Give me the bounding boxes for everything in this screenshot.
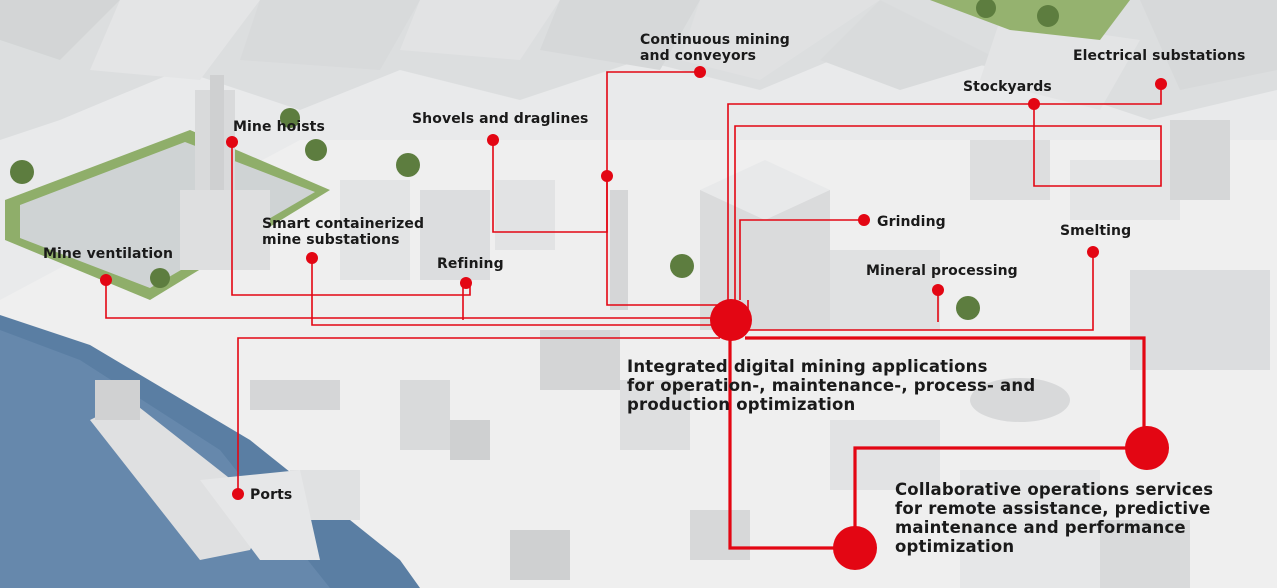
label-smelting: Smelting: [1060, 223, 1132, 239]
hub-dots: [710, 299, 1169, 570]
plant-buildings: [180, 75, 1270, 588]
label-smart-containerized: Smart containerized mine substations: [262, 216, 425, 248]
label-shovels-draglines: Shovels and draglines: [412, 111, 589, 127]
label-mine-ventilation: Mine ventilation: [43, 246, 174, 262]
label-mine-hoists: Mine hoists: [233, 119, 325, 135]
connector-lines: [105, 71, 1162, 493]
label-refining: Refining: [437, 256, 504, 272]
label-stockyards: Stockyards: [963, 79, 1052, 95]
label-continuous-mining: Continuous mining and conveyors: [640, 32, 790, 64]
connector-dots: [100, 66, 1167, 500]
label-grinding: Grinding: [877, 214, 946, 230]
label-mineral-processing: Mineral processing: [866, 263, 1018, 279]
hub-lines: [728, 322, 1147, 550]
label-electrical-substations: Electrical substations: [1073, 48, 1246, 64]
green-areas: [5, 0, 1130, 300]
hub-integrated-label: Integrated digital mining applications f…: [627, 357, 1036, 414]
hub-collaborative-label: Collaborative operations services for re…: [895, 480, 1214, 556]
ship: [90, 380, 320, 560]
trees: [10, 0, 1059, 320]
mountain-backdrop: [0, 0, 1277, 140]
label-ports: Ports: [250, 487, 293, 503]
